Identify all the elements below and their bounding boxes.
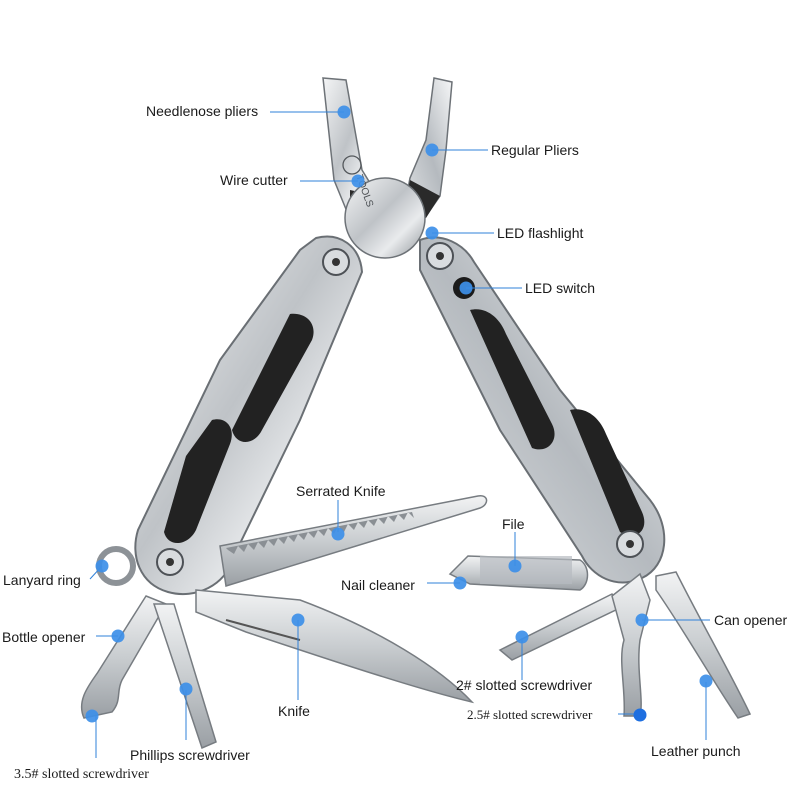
label-leather-punch: Leather punch [651, 743, 741, 759]
label-nail-cleaner: Nail cleaner [341, 577, 415, 593]
nail-cleaner-marker [453, 576, 467, 590]
file-tool [448, 555, 589, 591]
label-knife: Knife [278, 703, 310, 719]
file-marker [508, 559, 522, 573]
knife-marker [291, 613, 305, 627]
led-flashlight-marker [425, 226, 439, 240]
led-switch-marker [459, 281, 473, 295]
label-lanyard-ring: Lanyard ring [3, 572, 81, 588]
label-serrated-knife: Serrated Knife [296, 483, 386, 499]
lanyard-ring-marker [95, 559, 109, 573]
needlenose-pliers-marker [337, 105, 351, 119]
main-knife-blade [195, 589, 475, 704]
left-handle [134, 235, 364, 596]
label-needlenose-pliers: Needlenose pliers [146, 103, 259, 119]
label-led-switch: LED switch [525, 280, 596, 296]
leader-lines [89, 111, 710, 758]
slotted-3-5-marker [85, 709, 99, 723]
leather-punch-marker [699, 674, 713, 688]
label-slotted-2-5: 2.5# slotted screwdriver [467, 707, 593, 722]
phillips-marker [179, 682, 193, 696]
label-slotted-3-5: 3.5# slotted screwdriver [14, 767, 149, 782]
label-bottle-opener: Bottle opener [2, 629, 86, 645]
serrated-knife-marker [331, 527, 345, 541]
slotted-2-5-marker [633, 708, 647, 722]
brand-logo [342, 155, 362, 175]
right-tools [498, 571, 752, 719]
label-phillips: Phillips screwdriver [130, 747, 250, 763]
slotted-2-marker [515, 630, 529, 644]
bottle-opener-marker [111, 629, 125, 643]
label-can-opener: Can opener [714, 612, 788, 628]
right-handle [419, 236, 666, 584]
regular-pliers-marker [425, 143, 439, 157]
label-led-flashlight: LED flashlight [497, 225, 584, 241]
label-file: File [502, 516, 525, 532]
wire-cutter-marker [351, 174, 365, 188]
label-wire-cutter: Wire cutter [220, 172, 288, 188]
can-opener-marker [635, 613, 649, 627]
label-regular-pliers: Regular Pliers [491, 142, 579, 158]
serrated-knife-blade [219, 495, 488, 587]
label-slotted-2: 2# slotted screwdriver [456, 677, 593, 693]
